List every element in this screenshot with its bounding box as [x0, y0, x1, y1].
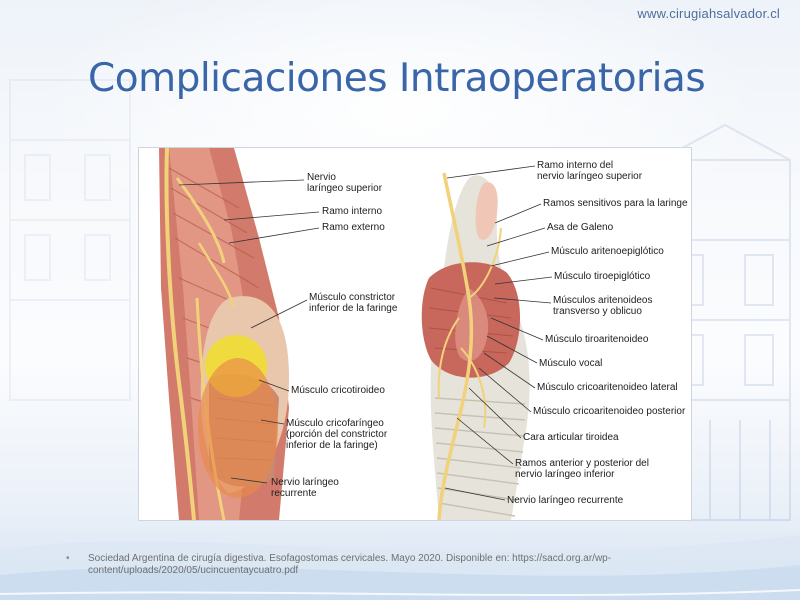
label-musculo-constrictor-inferior: Músculo constrictor inferior de la farin… [309, 292, 398, 314]
label-nervio-laringeo-recurrente-left: Nervio laríngeo recurrente [271, 477, 339, 499]
label-asa-de-galeno: Asa de Galeno [547, 222, 614, 233]
label-ramos-sensitivos: Ramos sensitivos para la laringe [543, 198, 688, 209]
label-ramo-interno-nervio-superior: Ramo interno del nervio laríngeo superio… [537, 160, 643, 182]
label-ramo-externo: Ramo externo [322, 222, 385, 233]
anatomy-figure: Nervio laríngeo superior Ramo interno Ra… [138, 147, 692, 521]
footnote-text: Sociedad Argentina de cirugía digestiva.… [88, 553, 612, 576]
label-nervio-laringeo-recurrente-right: Nervio laríngeo recurrente [507, 495, 624, 506]
label-musculo-cricotiroideo: Músculo cricotiroideo [291, 385, 385, 396]
anatomy-illustration [139, 148, 553, 520]
label-musculo-aritenoepiglotico: Músculo aritenoepiglótico [551, 246, 664, 257]
slide-title: Complicaciones Intraoperatorias [88, 56, 706, 101]
background-building-left [9, 79, 131, 401]
label-musculos-aritenoideos: Músculos aritenoideos transverso y oblic… [553, 295, 653, 317]
reference-footnote: • Sociedad Argentina de cirugía digestiv… [66, 553, 716, 577]
label-ramo-interno: Ramo interno [322, 206, 383, 217]
label-musculo-cricofaringeo: Músculo cricofaríngeo (porción del const… [286, 418, 388, 451]
right-panel-drawing [421, 165, 553, 520]
label-musculo-cricoaritenoideo-posterior: Músculo cricoaritenoideo posterior [533, 406, 686, 417]
label-musculo-vocal: Músculo vocal [539, 358, 603, 369]
label-musculo-tiroepiglotico: Músculo tiroepiglótico [554, 271, 651, 282]
footnote-bullet: • [66, 553, 70, 564]
left-panel-drawing [139, 148, 409, 520]
label-musculo-tiroaritenoideo: Músculo tiroaritenoideo [545, 334, 649, 345]
label-nervio-laringeo-superior: Nervio laríngeo superior [307, 172, 383, 194]
label-ramos-anterior-posterior: Ramos anterior y posterior del nervio la… [515, 458, 649, 480]
site-url: www.cirugiahsalvador.cl [637, 6, 780, 21]
bottom-wave-decoration [0, 535, 800, 600]
label-cara-articular-tiroidea: Cara articular tiroidea [523, 432, 619, 443]
label-musculo-cricoaritenoideo-lateral: Músculo cricoaritenoideo lateral [537, 382, 678, 393]
